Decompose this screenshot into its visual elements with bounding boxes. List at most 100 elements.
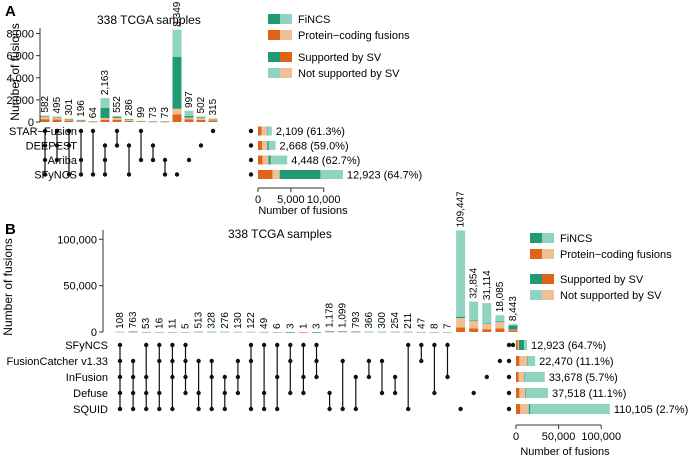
panel-b-bar-segment xyxy=(167,331,177,333)
panel-a-bar-segment xyxy=(112,119,122,122)
panel-a-bar-segment xyxy=(148,121,158,123)
panel-b-bar-value-label: 16 xyxy=(154,317,165,329)
panel-b-matrix-dot xyxy=(209,374,214,380)
panel-a-legend-swatch xyxy=(280,52,292,62)
panel-a-bar-segment xyxy=(40,116,50,120)
panel-b-setsize-segment xyxy=(524,372,545,382)
panel-b-bar-value-label: 1,178 xyxy=(325,302,336,327)
panel-b-bar-value-label: 300 xyxy=(377,312,388,329)
panel-a-setsize-segment xyxy=(270,155,288,165)
panel-b-matrix-dot xyxy=(510,342,516,348)
panel-b-tool-label: Defuse xyxy=(73,388,108,400)
panel-a-bar-value-label: 196 xyxy=(76,100,87,117)
panel-b-matrix-dot xyxy=(261,342,267,348)
panel-b-ytick-label: 100,000 xyxy=(57,234,97,246)
panel-b-matrix-dot xyxy=(340,406,345,412)
panel-b-bar-segment xyxy=(469,328,479,332)
panel-b-setsize-segment xyxy=(526,388,548,398)
panel-a-setsize-segment xyxy=(258,170,273,179)
panel-a-bar-value-label: 502 xyxy=(196,96,207,113)
panel-b-matrix-dot xyxy=(144,406,149,412)
panel-b-bar-value-label: 32,854 xyxy=(469,268,480,299)
panel-b-bar-segment xyxy=(482,323,492,330)
panel-a-ytick-label: 8,000 xyxy=(6,29,34,41)
panel-a-setsize-xtick-label: 10,000 xyxy=(307,194,341,206)
panel-b-bar-value-label: 130 xyxy=(233,312,244,329)
panel-b-bar-segment xyxy=(115,331,125,333)
panel-a-setsize-segment xyxy=(267,141,269,150)
panel-a-matrix-dot xyxy=(66,143,72,148)
panel-b-legend-label: Supported by SV xyxy=(560,274,644,286)
panel-b-matrix-dot xyxy=(235,358,241,364)
panel-b-matrix-dot xyxy=(379,390,385,396)
panel-b-bar-value-label: 5 xyxy=(181,323,192,329)
panel-b-bar-segment xyxy=(482,329,492,332)
panel-a-matrix-dot xyxy=(102,143,108,148)
panel-b-bar-value-label: 1 xyxy=(298,323,309,329)
panel-b-bar-value-label: 366 xyxy=(364,312,375,329)
panel-b-bar-segment xyxy=(456,316,466,319)
panel-a-bar-segment xyxy=(196,116,206,118)
panel-a-bar-segment xyxy=(160,121,170,122)
panel-b-matrix-dot xyxy=(261,406,267,412)
panel-b-matrix-dot xyxy=(157,406,162,412)
panel-b-matrix-dot xyxy=(183,374,188,380)
panel-b-ytick-label: 0 xyxy=(91,327,97,339)
panel-b-bar-segment xyxy=(495,328,505,332)
panel-a-bar-segment xyxy=(196,117,206,120)
panel-a-matrix-dot xyxy=(78,172,84,177)
panel-a-bar-segment xyxy=(136,121,146,123)
panel-b-setsize-segment xyxy=(516,340,518,350)
panel-a-bar-segment xyxy=(112,116,122,118)
panel-a-setsize-segment xyxy=(268,155,271,165)
panel-b-matrix-dot xyxy=(445,374,450,380)
panel-b-bar-value-label: 763 xyxy=(128,311,139,328)
panel-b-setsize-segment xyxy=(524,372,525,382)
panel-a-bar-segment xyxy=(40,119,50,122)
panel-b-matrix-dot xyxy=(222,374,227,380)
panel-b-bar-value-label: 3 xyxy=(285,323,296,329)
panel-b-bar-value-label: 47 xyxy=(416,317,427,329)
panel-a-bar-segment xyxy=(100,117,110,120)
panel-b-setsize-segment xyxy=(527,356,536,366)
panel-b-matrix-dot xyxy=(144,374,149,380)
panel-b-matrix-dot xyxy=(248,342,254,348)
panel-b-bar-segment xyxy=(495,321,505,329)
panel-b-setsize-value-label: 110,105 (2.7%) xyxy=(614,404,688,416)
panel-a-matrix-dot xyxy=(138,128,144,134)
panel-b-matrix-dot xyxy=(117,342,123,348)
panel-a-matrix-dot xyxy=(42,128,48,134)
panel-b-matrix-dot xyxy=(327,406,332,412)
panel-b-matrix-dot xyxy=(117,390,123,396)
panel-b-matrix-dot xyxy=(327,390,332,396)
panel-b-bar-segment xyxy=(482,323,492,324)
panel-a-bar-value-label: 315 xyxy=(208,98,219,115)
panel-a-setsize-segment xyxy=(279,170,321,179)
panel-b-matrix-dot xyxy=(314,342,319,348)
panel-a-label: A xyxy=(5,3,16,20)
panel-a-matrix-dot xyxy=(138,157,144,163)
panel-b-setsize-value-label: 33,678 (5.7%) xyxy=(549,372,618,384)
panel-a-ytick-label: 6,000 xyxy=(6,51,34,63)
panel-b-bar-segment xyxy=(194,331,204,333)
panel-b-matrix-dot xyxy=(432,390,437,396)
panel-b-bar-segment xyxy=(128,331,138,333)
panel-b-tool-label: FusionCatcher v1.33 xyxy=(7,356,109,368)
panel-b-ytick-label: 50,000 xyxy=(63,281,97,293)
panel-b-legend-swatch xyxy=(542,233,554,243)
panel-a-bar-segment xyxy=(112,117,122,120)
panel-b-matrix-dot xyxy=(157,358,162,364)
panel-b-matrix-dot xyxy=(170,342,175,348)
panel-b-bar-segment xyxy=(259,331,269,333)
panel-b-bar-value-label: 8,443 xyxy=(508,296,519,321)
panel-a-matrix-dot xyxy=(54,157,60,163)
panel-a-bar-segment xyxy=(196,117,206,119)
panel-a-setsize-segment xyxy=(258,126,262,136)
panel-a-tool-label: Arriba xyxy=(48,155,78,167)
panel-b-matrix-dot xyxy=(157,390,162,396)
panel-a-bar-segment xyxy=(184,110,194,116)
panel-a-legend-label: Supported by SV xyxy=(298,52,382,64)
panel-a-legend-swatch xyxy=(280,14,292,24)
panel-a-bar-segment xyxy=(136,120,146,122)
panel-a-setsize-value-label: 12,923 (64.7%) xyxy=(347,170,422,182)
